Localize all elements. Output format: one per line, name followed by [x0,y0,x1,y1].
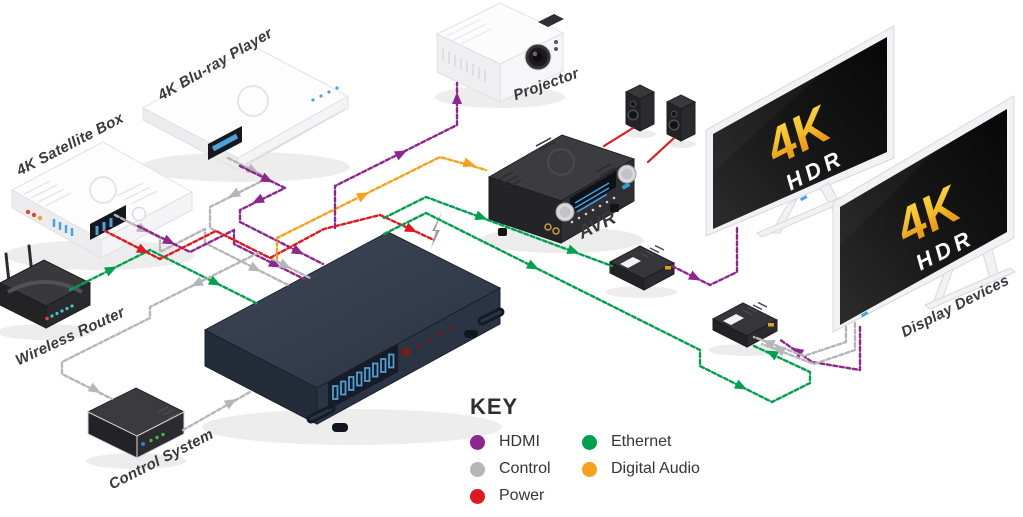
label-sticker [723,314,744,325]
key-item-label: HDMI [499,433,540,450]
device-matrix-switcher [203,231,505,432]
audio-jack-icon [544,223,552,231]
control-leds [141,432,165,446]
cable-ethernet-matrix-to-receiver2 [382,211,812,404]
power-dot-icon [470,488,485,504]
audio-jack-icon [552,227,560,235]
vent-grille-icon [23,180,158,207]
control-dot-icon [470,461,485,477]
matrix-leds [401,326,454,357]
tv-display-1: 4K HDR [705,25,895,238]
usb-ports-icon [95,218,113,235]
key-legend: KEY HDMI Ethernet Control Digital Audio … [470,394,700,504]
cable-control-controlsystem-to-matrix [181,390,252,432]
hdmi-dot-icon [470,434,485,450]
hdmi-port-icon [665,266,671,270]
tv-led-icon [860,311,869,318]
digital-audio-dot-icon [582,461,597,477]
hdmi-port-icon [768,323,774,327]
cable-power-to-matrix [103,212,442,261]
bluray-buttons [311,86,339,102]
control-panel [538,14,564,27]
label-sticker [620,257,641,268]
router-leds [45,304,74,321]
satellite-port-panel [90,205,126,240]
device-receiver-1 [608,244,676,291]
key-grid: HDMI Ethernet Control Digital Audio Powe… [470,433,700,504]
speaker-left [624,84,656,132]
key-item-label: Control [499,460,551,477]
cable-control-tv2-to-receiver2-b [760,321,857,366]
device-avr [487,134,637,244]
ethernet-dot-icon [582,434,597,450]
cable-digital-audio-matrix-to-avr [275,155,488,261]
tv-display-2: 4K HDR [832,95,1016,333]
power-plug-icon [431,212,442,248]
key-title: KEY [470,394,519,419]
device-receiver-2 [711,301,779,348]
lens-icon [524,43,552,71]
cable-ethernet-router-to-matrix [68,248,260,306]
input-knob-icon [617,164,637,184]
cable-ethernet-matrix-to-receiver1 [382,195,614,268]
volume-knob-icon [555,202,575,222]
speaker-right [665,94,697,142]
eject-button-icon [131,206,147,222]
device-wireless-router [0,244,92,329]
segment-display-icon [332,353,395,400]
key-item-hdmi: HDMI [470,433,582,450]
cable-hdmi-satellite-to-matrix [136,224,306,281]
key-item-label: Digital Audio [611,460,700,477]
cable-hdmi-receiver1-to-tv1 [670,225,739,287]
key-item-label: Power [499,487,545,504]
disc-circle-icon [237,85,269,117]
power-ring-icon [89,176,117,204]
key-item-power: Power [470,487,582,504]
tv-screen [840,109,1007,325]
speaker-wires [602,126,676,164]
tv-stand [924,248,1016,310]
key-item-label: Ethernet [611,433,672,450]
usb-port-icon [211,133,239,152]
front-buttons [570,196,616,224]
cable-hdmi-matrix-to-projector [333,81,462,230]
satellite-front-leds [25,209,74,236]
tv-led-icon [799,195,808,202]
tv-screen [713,37,887,229]
key-item-control: Control [470,460,582,477]
cable-control-matrix-to-controlsystem [60,251,260,401]
vent-grille-icon [442,49,486,82]
key-item-digital-audio: Digital Audio [582,460,700,477]
cable-hdmi-bluray-to-matrix [238,164,325,266]
key-item-ethernet: Ethernet [582,433,700,450]
device-projector [435,2,565,103]
device-bluray-player [141,45,350,171]
